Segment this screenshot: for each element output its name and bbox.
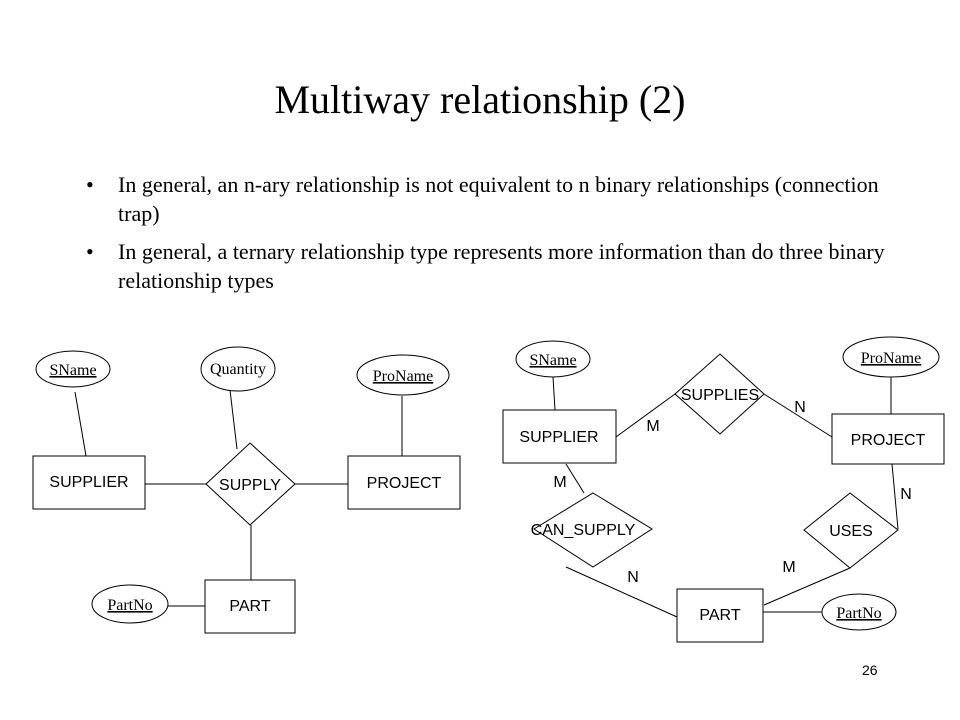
- cardinality-label: M: [646, 418, 659, 435]
- slide-title: Multiway relationship (2): [274, 77, 686, 122]
- cardinality-label: N: [627, 569, 639, 586]
- connector-line: [552, 376, 556, 411]
- svg-text:PROJECT: PROJECT: [367, 475, 442, 492]
- bullet-item: • In general, a ternary relationship type…: [86, 237, 906, 295]
- svg-text:ProName: ProName: [861, 350, 921, 367]
- relationship-supplies: SUPPLIES: [674, 353, 765, 435]
- svg-text:ProName: ProName: [373, 368, 433, 385]
- relationship-supply: SUPPLY: [205, 442, 296, 526]
- cardinality-label: N: [900, 486, 912, 503]
- svg-text:PART: PART: [229, 598, 270, 615]
- attribute-quantity: Quantity: [200, 346, 276, 392]
- relationship-can-supply: CAN_SUPPLY: [531, 492, 653, 568]
- bullet-item: • In general, an n-ary relationship is no…: [86, 170, 906, 228]
- relationship-uses: USES: [803, 492, 899, 569]
- bullet-dot-icon: •: [86, 172, 94, 197]
- bullet-text: In general, a ternary relationship type …: [118, 239, 885, 293]
- attribute-partno: PartNo: [821, 593, 897, 631]
- attribute-proname: ProName: [356, 354, 450, 396]
- svg-text:CAN_SUPPLY: CAN_SUPPLY: [531, 522, 636, 539]
- entity-project: PROJECT: [831, 413, 945, 465]
- entity-part: PART: [204, 579, 296, 634]
- connector-line: [74, 391, 87, 457]
- page-number: 26: [862, 662, 878, 678]
- svg-text:SUPPLY: SUPPLY: [219, 477, 281, 494]
- attribute-proname: ProName: [842, 336, 940, 378]
- svg-text:PartNo: PartNo: [836, 605, 881, 622]
- connector-line: [891, 463, 899, 530]
- entity-part: PART: [676, 588, 764, 643]
- cardinality-label: N: [794, 399, 806, 416]
- attribute-sname: SName: [35, 350, 111, 388]
- svg-text:PROJECT: PROJECT: [851, 432, 926, 449]
- connector-line: [565, 463, 585, 494]
- connector-line: [763, 567, 851, 606]
- cardinality-label: M: [782, 559, 795, 576]
- svg-text:Quantity: Quantity: [210, 361, 266, 378]
- svg-text:SUPPLIER: SUPPLIER: [49, 474, 128, 491]
- connector-line: [229, 389, 238, 450]
- svg-text:SUPPLIER: SUPPLIER: [519, 429, 598, 446]
- entity-supplier: SUPPLIER: [502, 409, 617, 464]
- connector-line: [565, 566, 678, 618]
- svg-text:USES: USES: [829, 523, 873, 540]
- svg-text:SName: SName: [49, 362, 96, 379]
- ternary-diagram: SName Quantity ProName PartNo SUPPLIER P…: [32, 346, 461, 634]
- attribute-partno: PartNo: [91, 584, 169, 624]
- entity-supplier: SUPPLIER: [32, 455, 146, 510]
- cardinality-label: M: [553, 474, 566, 491]
- connector-line: [615, 393, 676, 438]
- bullet-list: • In general, an n-ary relationship is no…: [86, 170, 906, 304]
- binary-diagram: SName ProName PartNo SUPPLIER PROJECT PA…: [502, 336, 945, 643]
- bullet-dot-icon: •: [86, 239, 94, 264]
- connector-line: [763, 393, 833, 438]
- svg-text:SName: SName: [529, 352, 576, 369]
- svg-text:PART: PART: [699, 607, 740, 624]
- attribute-sname: SName: [515, 340, 591, 378]
- svg-text:PartNo: PartNo: [107, 597, 152, 614]
- entity-project: PROJECT: [347, 455, 461, 510]
- bullet-text: In general, an n-ary relationship is not…: [118, 172, 879, 226]
- svg-text:SUPPLIES: SUPPLIES: [681, 387, 759, 404]
